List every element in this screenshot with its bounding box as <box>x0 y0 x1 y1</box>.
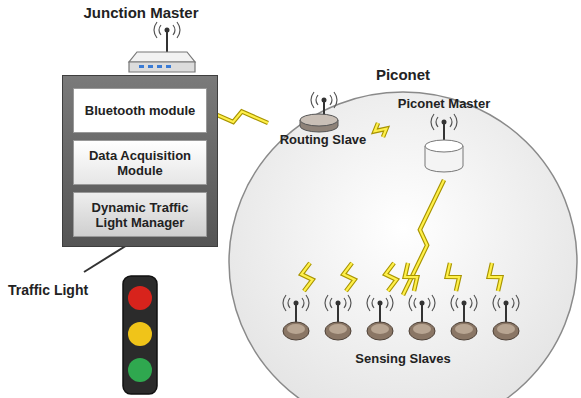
module-box: Dynamic Traffic Light Manager <box>73 192 207 237</box>
sensor-icons <box>329 324 347 334</box>
radio-bolts <box>447 263 459 291</box>
traffic-light-icon <box>123 276 157 394</box>
router-icon <box>139 65 144 68</box>
piconet-master-icon <box>431 114 457 130</box>
sensor-icons <box>287 324 305 334</box>
routing-slave-icon <box>300 114 338 126</box>
sensor-icons <box>325 322 351 340</box>
node-label: Data Acquisition Module <box>80 148 200 178</box>
sensor-icons <box>493 295 519 311</box>
module-box: Bluetooth module <box>73 88 207 133</box>
radio-bolts <box>343 263 354 291</box>
router-icon <box>157 65 162 68</box>
sensor-icons <box>493 322 519 340</box>
sensor-icons <box>504 301 509 306</box>
sensor-icons <box>283 322 309 340</box>
traffic-light-icon <box>121 274 159 396</box>
piconet-master-icon <box>421 116 467 174</box>
sensor-icons <box>420 301 425 306</box>
piconet-master-icon <box>442 120 447 125</box>
router-icon <box>166 30 168 52</box>
router-icon <box>129 52 195 62</box>
node-label: Piconet Master <box>383 96 505 111</box>
node-label: Traffic Light <box>8 282 88 298</box>
radio-bolts <box>405 263 417 291</box>
node-label: Dynamic Traffic Light Manager <box>80 200 200 230</box>
routing-slave-icon <box>322 98 327 103</box>
sensor-icons <box>409 295 435 311</box>
sensor-icons <box>409 322 435 340</box>
router-icon <box>154 22 180 38</box>
sensor-icons <box>451 322 477 340</box>
wireless-link <box>403 180 444 295</box>
radio-bolts <box>301 263 501 291</box>
sensor-icons <box>413 324 431 334</box>
radio-bolts <box>447 263 459 291</box>
wireless-link <box>375 123 387 137</box>
node-label: Piconet <box>228 66 578 83</box>
radio-bolts <box>301 263 312 291</box>
radio-bolts <box>489 263 501 291</box>
radio-bolts <box>489 263 501 291</box>
junction-master-box: Junction MasterBluetooth moduleData Acqu… <box>62 75 218 247</box>
module-box: Data Acquisition Module <box>73 140 207 185</box>
sensor-icons <box>325 295 351 311</box>
router-icon <box>166 65 171 68</box>
piconet-master-icon <box>425 140 463 152</box>
traffic-light-icon <box>128 358 152 382</box>
sensor-icons <box>283 295 309 311</box>
sensor-icons <box>497 324 515 334</box>
sensing-slaves: Sensing Slaves <box>278 295 528 377</box>
traffic-light-icon <box>128 286 152 310</box>
sensor-icons <box>462 301 467 306</box>
sensor-icons <box>278 295 528 345</box>
node-label: Routing Slave <box>268 132 378 147</box>
wireless-link <box>375 123 387 137</box>
routing-slave-icon <box>294 94 344 132</box>
sensor-icons <box>367 295 393 311</box>
wireless-link <box>375 123 387 137</box>
node-label: Sensing Slaves <box>278 351 528 366</box>
router-icon <box>148 65 153 68</box>
radio-bolts <box>385 263 396 291</box>
sensor-icons <box>371 324 389 334</box>
sensor-icons <box>367 322 393 340</box>
piconet-ellipse <box>229 92 577 398</box>
piconet-region: PiconetRouting Slave Piconet MasterSensin… <box>228 60 578 398</box>
sensor-icons <box>455 324 473 334</box>
node-label: Junction Master <box>23 4 259 21</box>
radio-bolts <box>343 263 354 291</box>
radio-bolts <box>405 263 417 291</box>
radio-bolts <box>385 263 396 291</box>
sensor-icons <box>294 301 299 306</box>
sensor-icons <box>336 301 341 306</box>
sensor-icons <box>451 295 477 311</box>
sensor-icons <box>378 301 383 306</box>
routing-slave: Routing Slave <box>268 94 378 152</box>
traffic-light: Traffic Light <box>8 272 160 396</box>
wireless-link <box>403 180 444 295</box>
wireless-link <box>403 180 444 295</box>
node-label: Bluetooth module <box>85 103 196 118</box>
routing-slave-icon <box>311 92 337 108</box>
piconet-master: Piconet Master <box>383 94 505 180</box>
router-icon <box>129 62 195 72</box>
traffic-light-icon <box>128 322 152 346</box>
router-icon <box>165 28 170 33</box>
router-icon <box>125 20 199 76</box>
radio-bolts <box>301 263 312 291</box>
